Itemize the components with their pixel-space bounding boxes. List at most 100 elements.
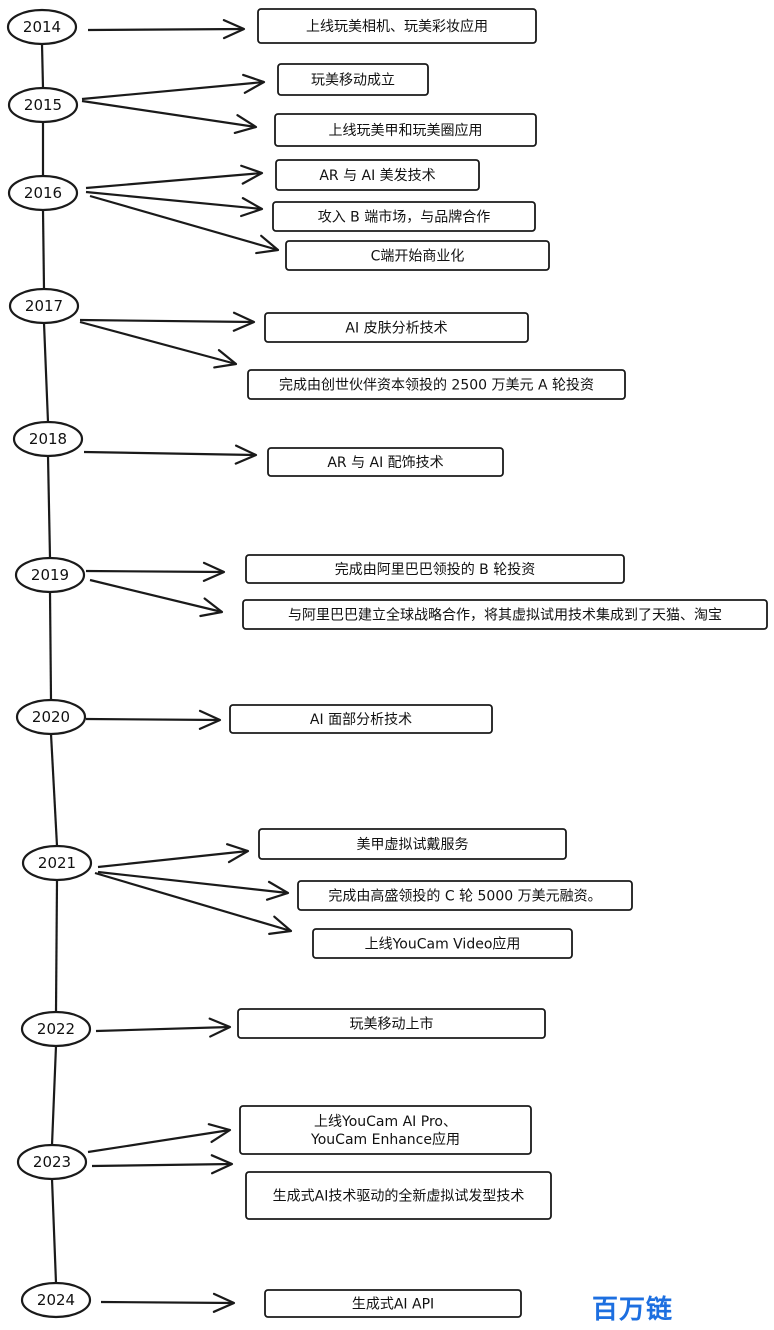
event-label-line: 完成由阿里巴巴领投的 B 轮投资 bbox=[335, 562, 536, 578]
event-label-line: 完成由创世伙伴资本领投的 2500 万美元 A 轮投资 bbox=[279, 378, 594, 394]
event-box-2021-1: 美甲虚拟试戴服务 bbox=[258, 828, 567, 860]
event-label: 完成由创世伙伴资本领投的 2500 万美元 A 轮投资 bbox=[279, 378, 594, 394]
event-box-border bbox=[274, 113, 537, 147]
event-box-border bbox=[267, 447, 504, 477]
event-label-line: AR 与 AI 配饰技术 bbox=[327, 455, 443, 471]
event-box-border bbox=[242, 599, 768, 630]
event-box-border bbox=[275, 159, 480, 191]
year-label: 2018 bbox=[29, 430, 67, 448]
event-box-border bbox=[237, 1008, 546, 1039]
event-label: 上线玩美甲和玩美圈应用 bbox=[329, 122, 483, 139]
event-label: 攻入 B 端市场，与品牌合作 bbox=[318, 209, 491, 226]
event-box-border bbox=[272, 201, 536, 232]
event-box-2019-1: 完成由阿里巴巴领投的 B 轮投资 bbox=[245, 554, 625, 584]
event-box-2020-1: AI 面部分析技术 bbox=[229, 704, 493, 734]
arrow-head bbox=[240, 197, 264, 218]
arrow-shaft bbox=[94, 871, 292, 933]
arrow-head bbox=[268, 915, 293, 936]
event-box-border bbox=[258, 828, 567, 860]
year-ellipse bbox=[8, 287, 80, 325]
arrow-head bbox=[202, 561, 226, 582]
arrow-head bbox=[265, 880, 290, 901]
year-ellipse bbox=[7, 86, 79, 124]
event-label: C端开始商业化 bbox=[371, 249, 465, 265]
arrow-head bbox=[240, 164, 264, 185]
event-label-line: YouCam Enhance应用 bbox=[310, 1131, 460, 1148]
year-ellipse bbox=[7, 174, 79, 212]
timeline-segment bbox=[46, 455, 52, 559]
year-node-2016: 2016 bbox=[7, 174, 79, 212]
year-node-2015: 2015 bbox=[7, 86, 79, 124]
event-box-border bbox=[285, 240, 550, 271]
arrow-shaft bbox=[87, 27, 245, 32]
year-label: 2015 bbox=[24, 96, 62, 114]
year-label: 2016 bbox=[24, 184, 62, 202]
year-ellipse bbox=[16, 1143, 88, 1181]
year-node-2014: 2014 bbox=[6, 8, 78, 46]
event-label-line: AI 皮肤分析技术 bbox=[345, 321, 447, 337]
year-ellipse bbox=[15, 698, 87, 736]
event-box-border bbox=[257, 8, 537, 44]
year-label: 2017 bbox=[25, 297, 63, 315]
event-box-2021-2: 完成由高盛领投的 C 轮 5000 万美元融资。 bbox=[297, 880, 633, 911]
arrow-shaft bbox=[81, 80, 265, 101]
arrow-head bbox=[213, 349, 238, 369]
event-box-2015-2: 上线玩美甲和玩美圈应用 bbox=[274, 113, 537, 147]
event-box-2016-2: 攻入 B 端市场，与品牌合作 bbox=[272, 201, 536, 232]
year-node-2020: 2020 bbox=[15, 698, 87, 736]
event-box-border bbox=[277, 63, 429, 96]
event-label: AR 与 AI 配饰技术 bbox=[327, 455, 443, 471]
event-box-2022-1: 玩美移动上市 bbox=[237, 1008, 546, 1039]
event-label: AI 面部分析技术 bbox=[310, 712, 412, 728]
event-box-border bbox=[297, 880, 633, 911]
arrow-head bbox=[207, 1123, 232, 1144]
event-label: 玩美移动成立 bbox=[311, 73, 395, 89]
year-node-2023: 2023 bbox=[16, 1143, 88, 1181]
arrow-head bbox=[234, 444, 258, 465]
year-label: 2022 bbox=[37, 1020, 75, 1038]
arrow-head bbox=[242, 73, 266, 94]
event-box-2014-1: 上线玩美相机、玩美彩妆应用 bbox=[257, 8, 537, 44]
event-label-line: C端开始商业化 bbox=[371, 249, 465, 265]
arrow-shaft bbox=[89, 194, 279, 252]
watermark-logo: 百万链 bbox=[592, 1295, 674, 1325]
timeline-segment bbox=[50, 1045, 58, 1146]
arrow-head bbox=[212, 1292, 236, 1313]
year-node-2021: 2021 bbox=[21, 844, 93, 882]
year-node-2022: 2022 bbox=[20, 1010, 92, 1048]
arrow-shaft bbox=[85, 171, 263, 190]
event-label: 上线YouCam Video应用 bbox=[365, 936, 521, 953]
event-label-line: 生成式AI技术驱动的全新虚拟试发型技术 bbox=[273, 1188, 525, 1205]
event-box-2021-3: 上线YouCam Video应用 bbox=[312, 928, 573, 959]
year-ellipse bbox=[20, 1281, 92, 1319]
event-box-2018-1: AR 与 AI 配饰技术 bbox=[267, 447, 504, 477]
arrow-shaft bbox=[100, 1300, 235, 1305]
year-ellipse bbox=[6, 8, 78, 46]
event-label-line: AI 面部分析技术 bbox=[310, 712, 412, 728]
arrow-head bbox=[210, 1154, 234, 1175]
timeline-segment bbox=[41, 209, 46, 290]
arrow-shaft bbox=[85, 190, 263, 211]
event-box-2019-2: 与阿里巴巴建立全球战略合作，将其虚拟试用技术集成到了天猫、淘宝 bbox=[242, 599, 768, 630]
event-box-border bbox=[264, 1289, 522, 1318]
year-ellipse bbox=[20, 1010, 92, 1048]
year-label: 2019 bbox=[31, 566, 69, 584]
year-ellipse bbox=[14, 556, 86, 594]
event-box-2016-3: C端开始商业化 bbox=[285, 240, 550, 271]
arrow-head bbox=[255, 234, 280, 255]
event-label: 生成式AI API bbox=[352, 1297, 434, 1313]
arrow-shaft bbox=[97, 870, 289, 895]
event-label-line: 攻入 B 端市场，与品牌合作 bbox=[318, 209, 491, 226]
arrow-shaft bbox=[83, 450, 257, 457]
event-label-line: 玩美移动上市 bbox=[350, 1016, 434, 1033]
arrow-head bbox=[198, 709, 222, 730]
arrow-head bbox=[222, 19, 246, 40]
year-node-2024: 2024 bbox=[20, 1281, 92, 1319]
event-box-2017-1: AI 皮肤分析技术 bbox=[264, 312, 529, 343]
event-label-line: 完成由高盛领投的 C 轮 5000 万美元融资。 bbox=[328, 888, 601, 905]
event-label-line: 玩美移动成立 bbox=[311, 73, 395, 89]
event-label-line: 美甲虚拟试戴服务 bbox=[357, 837, 469, 853]
year-ellipse bbox=[12, 420, 84, 458]
event-label-line: 与阿里巴巴建立全球战略合作，将其虚拟试用技术集成到了天猫、淘宝 bbox=[288, 607, 722, 624]
timeline-segment bbox=[49, 733, 59, 847]
